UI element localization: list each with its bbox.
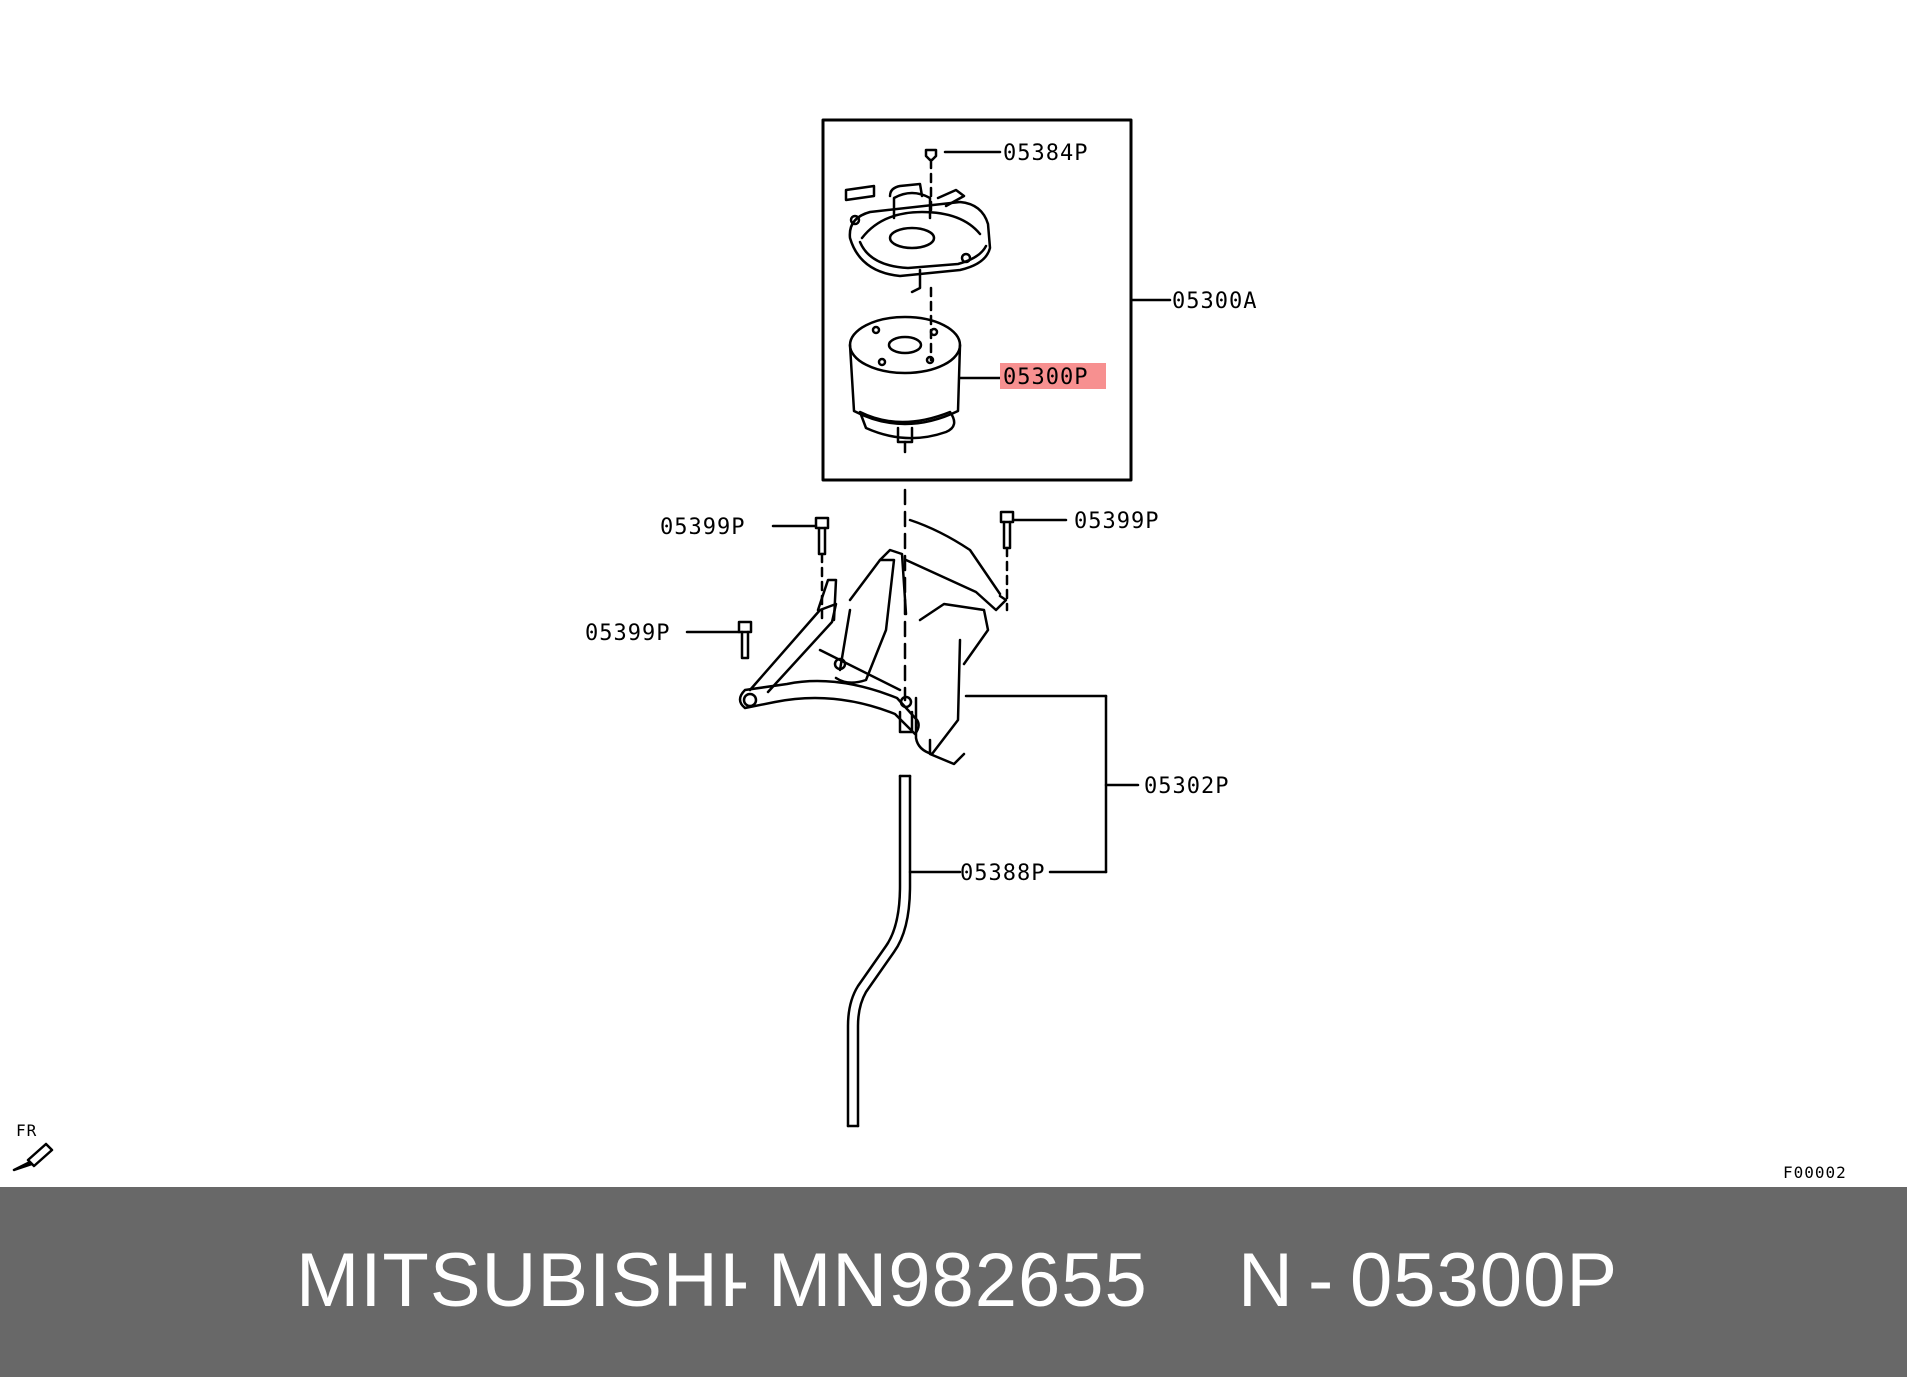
- assembly-box: [821, 118, 1133, 482]
- orientation-label: FR: [16, 1121, 37, 1140]
- label-05300A[interactable]: 05300A: [1172, 289, 1257, 314]
- label-05399P-right[interactable]: 05399P: [1074, 509, 1159, 534]
- part-number: MN982655: [768, 1238, 1148, 1323]
- label-05302P[interactable]: 05302P: [1144, 774, 1229, 799]
- label-05300P[interactable]: 05300P: [1003, 365, 1088, 390]
- figure-code: F00002: [1783, 1163, 1847, 1182]
- label-05399P-left[interactable]: 05399P: [660, 515, 745, 540]
- brand-separator: -: [724, 1238, 751, 1323]
- filter-cartridge-drawing: [848, 315, 1002, 454]
- filter-head-drawing: [844, 148, 1002, 362]
- label-05388P[interactable]: 05388P: [960, 861, 1045, 886]
- brand-name: MITSUBISHI: [296, 1238, 741, 1323]
- bracket-drawing: [738, 518, 1140, 874]
- footer-bar: MITSUBISHI - MN982655 N - 05300P: [0, 1187, 1907, 1377]
- highlight-05300P: [1000, 363, 1106, 389]
- ref-separator: -: [1308, 1238, 1335, 1323]
- bolt-upper-right-drawing: [999, 510, 1068, 612]
- hose-drawing: [846, 774, 962, 1128]
- label-05384P[interactable]: 05384P: [1003, 141, 1088, 166]
- front-arrow-icon: [12, 1142, 54, 1172]
- ref-prefix: N: [1238, 1238, 1294, 1323]
- parts-diagram: 05384P 05300A 05300P 05399P 05399P 05399…: [12, 118, 1847, 1182]
- bolt-lower-drawing: [685, 620, 753, 660]
- label-05399P-lower[interactable]: 05399P: [585, 621, 670, 646]
- ref-code: 05300P: [1350, 1238, 1619, 1323]
